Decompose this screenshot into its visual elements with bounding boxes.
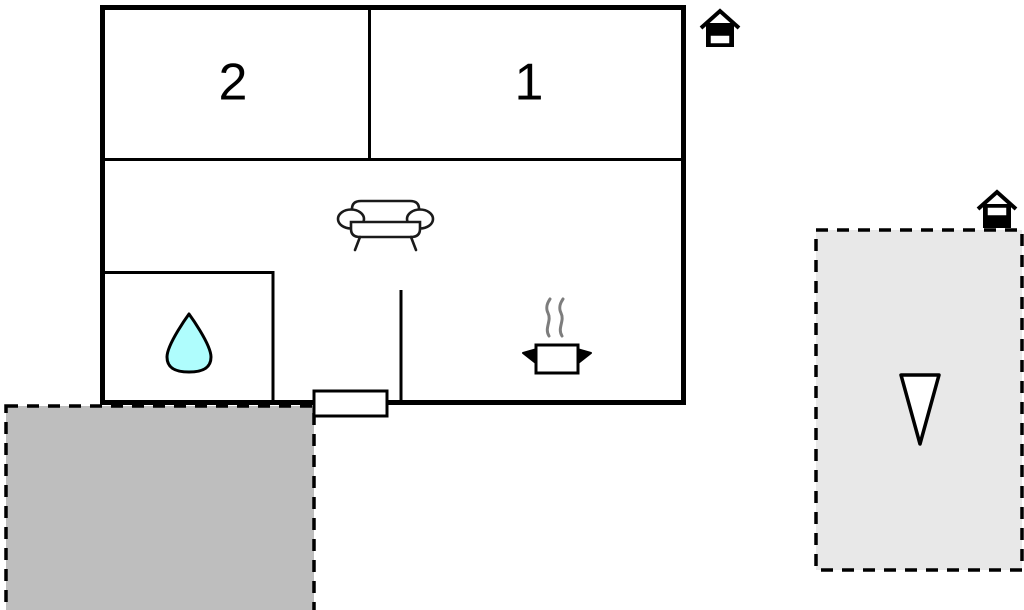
sofa-seat xyxy=(349,220,422,239)
sofa-backrest xyxy=(350,199,421,225)
cooking-pot-icon xyxy=(522,297,592,375)
terrace-fill xyxy=(6,406,314,610)
house-roof-east xyxy=(976,189,1018,211)
sofa-leg-right xyxy=(409,235,418,252)
house-roof-north xyxy=(699,8,741,30)
water-drop-icon xyxy=(165,312,213,374)
terrace-area[interactable] xyxy=(4,404,316,610)
sofa-leg-left xyxy=(353,235,362,252)
house-window-east xyxy=(986,206,1008,217)
house-entrance-icon-north[interactable] xyxy=(699,8,741,47)
door-entry-shape xyxy=(312,389,389,418)
pot-body xyxy=(534,343,580,375)
direction-triangle-icon xyxy=(899,373,941,446)
door-entry[interactable] xyxy=(312,389,389,418)
water-drop-shape xyxy=(165,312,213,374)
room-label-2: 2 xyxy=(219,54,248,112)
steam-wisp-left xyxy=(545,297,552,338)
steam-wisp-right xyxy=(558,297,565,338)
direction-triangle-shape xyxy=(899,373,941,446)
house-window-north xyxy=(709,34,731,45)
house-entrance-icon-east[interactable] xyxy=(976,189,1018,228)
room-label-1: 1 xyxy=(515,54,544,112)
building-outer-wall xyxy=(100,5,686,405)
sofa-icon xyxy=(336,199,435,252)
terrace-dashed-border xyxy=(4,404,316,610)
